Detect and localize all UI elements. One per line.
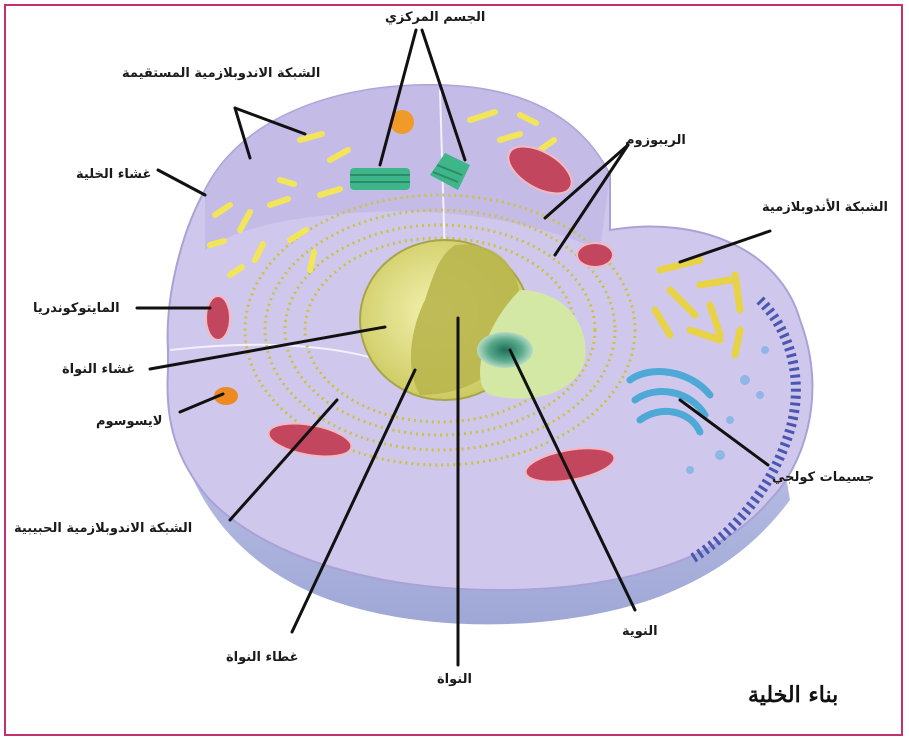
label-nuclear-membrane: غشاء النواة [62, 362, 135, 378]
label-smooth-er: الشبكة الاندوبلازمية المستقيمة [122, 66, 320, 82]
label-rough-er: الشبكة الاندوبلازمية الحبيبية [14, 521, 192, 537]
label-nucleus: النواة [437, 672, 472, 688]
label-centrosome: الجسم المركزي [385, 10, 485, 26]
label-golgi: جسيمات كولجي [772, 470, 874, 486]
label-mitochondria: المايتوكوندريا [33, 301, 120, 317]
label-lysosome: لايسوسوم [96, 414, 162, 430]
label-cell-membrane: غشاء الخلية [76, 167, 151, 183]
label-ribosome: الريبوزوم [625, 133, 686, 149]
figure-title: بناء الخلية [748, 682, 838, 708]
label-nuclear-envelope: غطاء النواة [226, 650, 299, 666]
label-er: الشبكة الأندوبلازمية [762, 200, 888, 216]
nucleolus [477, 332, 533, 368]
label-nucleolus: النوية [622, 624, 658, 640]
